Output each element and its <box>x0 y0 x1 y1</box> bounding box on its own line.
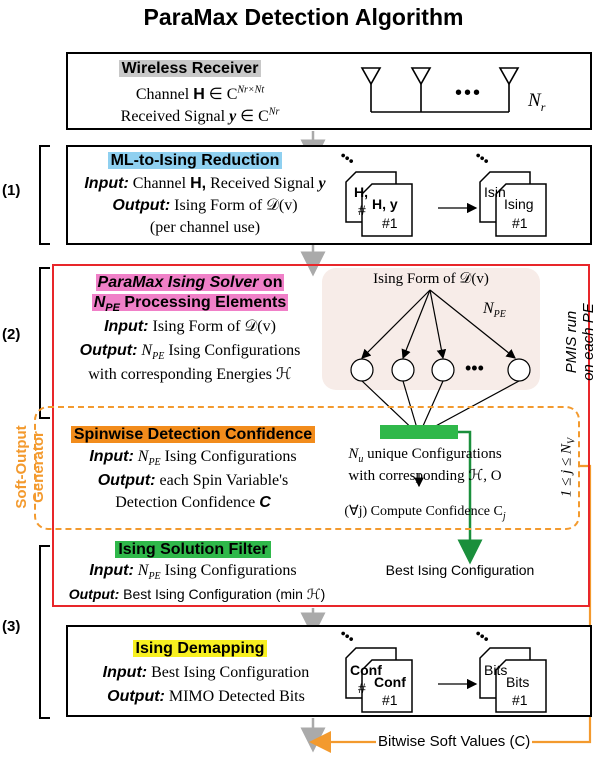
conf-card-front-bottom: #1 <box>382 692 398 708</box>
best-configuration: Best Ising Configuration <box>385 562 535 578</box>
step-label-3: (3) <box>2 618 21 635</box>
conf-card-back-bottom: # <box>358 680 366 696</box>
unique-configurations-line2: with corresponding ℋ, O <box>348 468 502 484</box>
ml-card-back-bottom: # <box>358 202 366 218</box>
filter-output: Output: Best Ising Configuration (min ℋ) <box>68 586 326 602</box>
ising-card-front-bottom: #1 <box>512 215 528 231</box>
confidence-output-line2: Detection Confidence C <box>115 494 271 511</box>
solver-output: Output: NPE Ising Configurations <box>79 342 301 363</box>
compute-confidence: (∀j) Compute Confidence Cj <box>344 504 506 522</box>
step-label-1: (1) <box>2 182 21 199</box>
solver-frame <box>52 264 590 607</box>
ml-to-ising-note: (per channel use) <box>149 219 261 236</box>
filter-heading: Ising Solution Filter <box>62 541 324 559</box>
solver-heading-line2: NPE Processing Elements <box>91 294 289 315</box>
solver-output-line2: with corresponding Energies ℋ <box>88 366 292 383</box>
bits-card-front-top: Bits <box>506 674 530 690</box>
bits-card-back: Bits <box>484 662 508 678</box>
solver-input: Input: Ising Form of 𝒟(v) <box>104 318 276 335</box>
antenna-array-diagram <box>360 67 520 113</box>
confidence-output: Output: each Spin Variable's <box>97 472 289 489</box>
antenna-dots: ••• <box>455 82 483 104</box>
received-signal-line: Received Signal y ∈ CNr <box>120 106 280 125</box>
ml-cards-diagram <box>345 171 547 237</box>
bits-card-front-bottom: #1 <box>512 692 528 708</box>
ml-to-ising-input: Input: Channel H, Received Signal y <box>84 175 326 192</box>
spin-range-label: 1 ≤ j ≤ NV <box>558 437 578 498</box>
demapping-output: Output: MIMO Detected Bits <box>107 688 305 705</box>
step-label-2: (2) <box>2 326 21 343</box>
demapping-input: Input: Best Ising Configuration <box>102 664 310 681</box>
conf-card-back-top: Conf <box>350 662 382 678</box>
graph-dots: ••• <box>465 358 484 378</box>
antenna-count-label: Nr <box>528 90 546 114</box>
graph-title: Ising Form of 𝒟(v) <box>373 271 489 287</box>
ml-to-ising-output: Output: Ising Form of 𝒟(v) <box>112 197 298 214</box>
demapping-heading: Ising Demapping <box>90 640 310 658</box>
ising-card-front-top: Ising <box>504 196 534 212</box>
ml-card-front-bottom: #1 <box>382 215 398 231</box>
receiver-heading: Wireless Receiver <box>90 60 290 78</box>
confidence-input: Input: NPE Ising Configurations <box>89 448 297 469</box>
page-title: ParaMax Detection Algorithm <box>143 4 464 30</box>
ml-to-ising-heading: ML-to-Ising Reduction <box>100 152 290 170</box>
bitwise-soft-values: Bitwise Soft Values (C) <box>376 733 533 750</box>
solver-heading: ParaMax Ising Solver on <box>95 274 285 291</box>
conf-card-front-top: Conf <box>374 674 406 690</box>
soft-output-frame <box>34 406 580 530</box>
ml-card-back-top: H, <box>354 184 368 200</box>
channel-line: Channel H ∈ CNr×Nt <box>135 84 265 103</box>
demap-cards-diagram <box>345 647 547 713</box>
filter-input: Input: NPE Ising Configurations <box>89 562 297 583</box>
unique-configurations: Nu unique Configurations <box>348 446 502 465</box>
confidence-heading: Spinwise Detection Confidence <box>62 426 324 444</box>
graph-npe-label: NPE <box>483 300 506 321</box>
ising-card-back: Isin <box>484 184 506 200</box>
ml-card-front-top: H, y <box>372 196 398 212</box>
